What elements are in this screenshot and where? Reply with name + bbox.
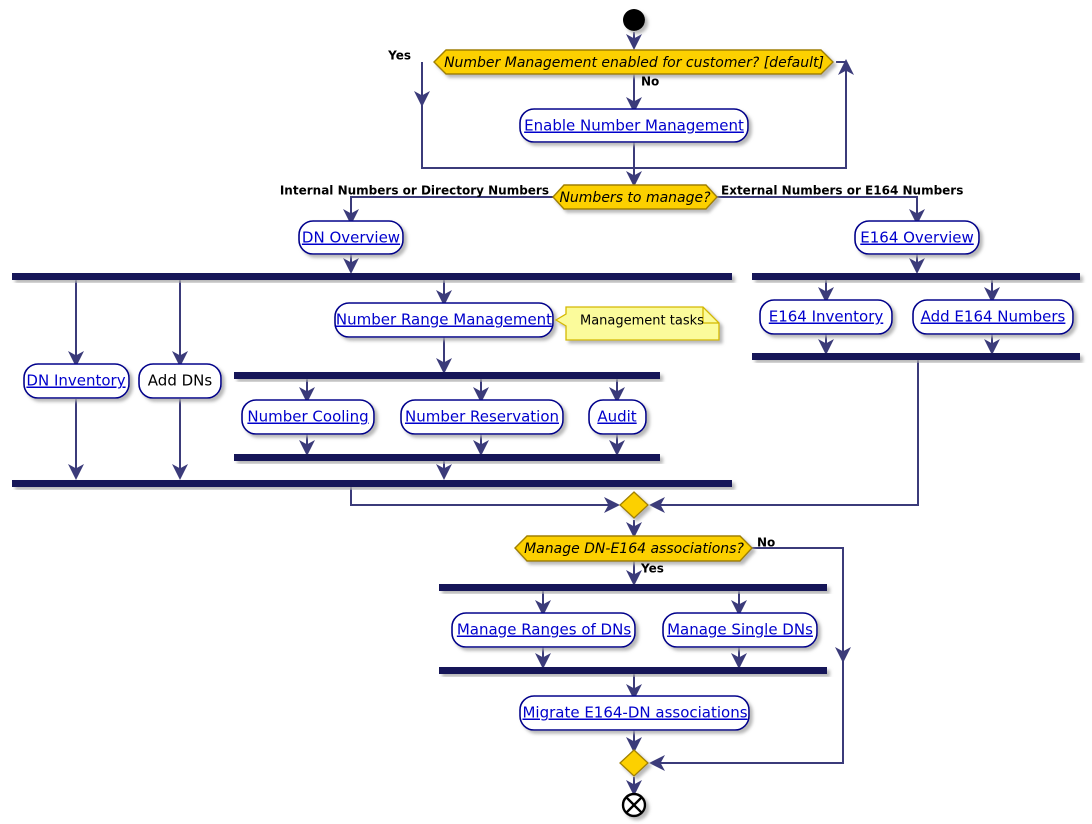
decision-manage-dn-e164-associations[interactable]: Manage DN-E164 associations?: [514, 535, 753, 562]
fork-bar-assoc-top: [439, 584, 827, 591]
activity-dn-overview[interactable]: DN Overview: [298, 220, 404, 255]
activity-dn-overview-label: DN Overview: [302, 229, 400, 247]
activity-add-dns-label: Add DNs: [148, 372, 213, 390]
activity-number-cooling-label: Number Cooling: [247, 408, 368, 426]
activity-dn-inventory-label: DN Inventory: [26, 372, 125, 390]
activity-e164-overview[interactable]: E164 Overview: [854, 220, 980, 255]
decision-numbers-to-manage[interactable]: Numbers to manage?: [552, 184, 718, 210]
decision-numbers-label: Numbers to manage?: [559, 190, 711, 206]
activity-e164-inventory[interactable]: E164 Inventory: [759, 299, 893, 335]
activity-manage-single-label: Manage Single DNs: [667, 621, 813, 639]
edge-internal-branch: [343, 196, 553, 225]
activity-add-dns[interactable]: Add DNs: [138, 363, 222, 399]
activity-audit-label: Audit: [597, 408, 636, 426]
activity-migrate-e164-dn-associations[interactable]: Migrate E164-DN associations: [519, 695, 750, 731]
fork-bar-nrm-top: [234, 372, 660, 379]
join-bar-nrm-bottom: [234, 454, 660, 461]
merge-diamond-bottom: [619, 749, 649, 777]
merge-diamond-top: [619, 491, 649, 519]
edge-label-yes-enabled: Yes: [387, 49, 411, 63]
edge-label-external-numbers: External Numbers or E164 Numbers: [721, 184, 963, 198]
activity-enable-number-management[interactable]: Enable Number Management: [519, 108, 749, 143]
activity-manage-ranges-of-dns[interactable]: Manage Ranges of DNs: [451, 612, 636, 648]
start-node: [623, 9, 645, 31]
activity-number-reservation[interactable]: Number Reservation: [400, 399, 564, 435]
note-management-tasks-label: Management tasks: [580, 314, 704, 329]
activity-e164-inventory-label: E164 Inventory: [769, 308, 884, 326]
decision-assoc-label: Manage DN-E164 associations?: [524, 541, 744, 557]
edge-rightjoin-to-merge: [649, 360, 919, 513]
note-management-tasks: Management tasks: [554, 306, 720, 341]
activity-manage-single-dns[interactable]: Manage Single DNs: [662, 612, 818, 648]
edge-external-branch: [717, 196, 925, 225]
edge-label-no-assoc: No: [757, 536, 775, 550]
activity-add-e164-numbers[interactable]: Add E164 Numbers: [912, 299, 1074, 335]
join-bar-dn-bottom: [12, 480, 732, 487]
decision-number-management-enabled[interactable]: Number Management enabled for customer? …: [433, 49, 834, 75]
join-bar-e164-bottom: [752, 353, 1080, 360]
edge-label-no-enabled: No: [641, 75, 659, 89]
fork-bar-dn-top: [12, 273, 732, 280]
edge-enable-loopback: [633, 59, 854, 169]
activity-e164-overview-label: E164 Overview: [860, 229, 974, 247]
activity-number-range-management[interactable]: Number Range Management: [334, 302, 554, 338]
edge-label-yes-assoc: Yes: [640, 562, 664, 576]
edge-label-internal-numbers: Internal Numbers or Directory Numbers: [280, 184, 549, 198]
activity-number-cooling[interactable]: Number Cooling: [241, 399, 375, 435]
activity-manage-ranges-label: Manage Ranges of DNs: [457, 621, 631, 639]
activity-audit[interactable]: Audit: [588, 399, 647, 435]
activity-add-e164-numbers-label: Add E164 Numbers: [921, 308, 1066, 326]
activity-dn-inventory[interactable]: DN Inventory: [23, 363, 130, 399]
decision-enabled-label: Number Management enabled for customer? …: [444, 55, 824, 71]
activity-number-reservation-label: Number Reservation: [405, 408, 559, 426]
join-bar-assoc-bottom: [439, 667, 827, 674]
activity-number-range-management-label: Number Range Management: [336, 311, 552, 329]
end-node: [621, 792, 647, 818]
activity-migrate-label: Migrate E164-DN associations: [522, 704, 747, 722]
edge-outerjoin-to-merge: [350, 487, 620, 513]
activity-enable-number-management-label: Enable Number Management: [524, 117, 744, 135]
fork-bar-e164-top: [752, 273, 1080, 280]
